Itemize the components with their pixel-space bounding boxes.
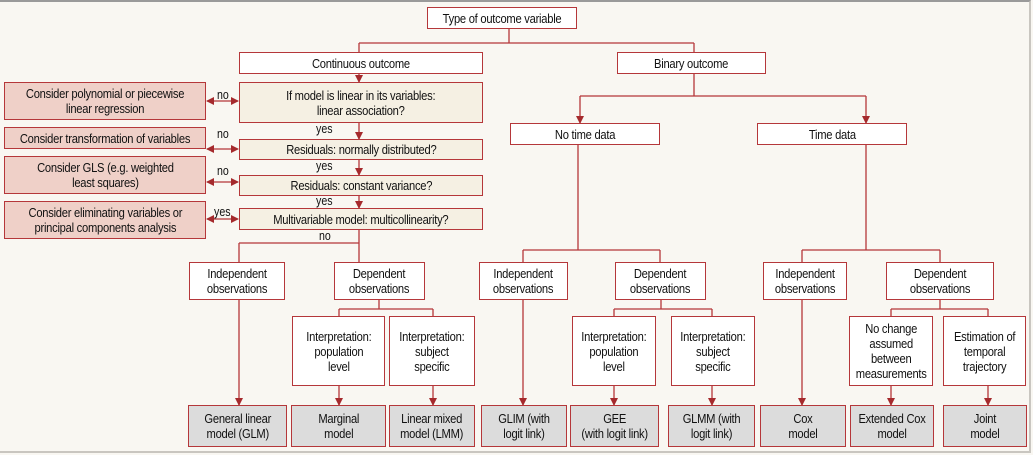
node-label: Interpretation: subject specific bbox=[399, 328, 465, 374]
node-label: No change assumed between measurements bbox=[855, 321, 927, 381]
no-time-data-node: No time data bbox=[510, 123, 660, 145]
node-label: Independent observations bbox=[774, 266, 836, 296]
node-label: Dependent observations bbox=[349, 266, 410, 296]
no-time-dependent-obs: Dependent observations bbox=[615, 262, 706, 300]
continuous-outcome-label: Continuous outcome bbox=[312, 55, 410, 71]
node-label: Dependent observations bbox=[630, 266, 691, 296]
flow-label-4: no bbox=[319, 229, 331, 243]
model-gee: GEE (with logit link) bbox=[570, 405, 659, 447]
check-constant-variance: Residuals: constant variance? bbox=[239, 175, 483, 196]
model-extended-cox: Extended Cox model bbox=[850, 405, 934, 447]
no-time-interp-subject: Interpretation: subject specific bbox=[671, 316, 755, 386]
binary-outcome-node: Binary outcome bbox=[617, 52, 766, 74]
remedy-label: Consider GLS (e.g. weighted least square… bbox=[36, 160, 174, 190]
node-label: Time data bbox=[808, 126, 856, 142]
model-label: Linear mixed model (LMM) bbox=[400, 411, 464, 441]
node-label: Interpretation: population level bbox=[305, 328, 372, 374]
remedy-polynomial: Consider polynomial or piecewise linear … bbox=[4, 82, 206, 120]
node-label: No time data bbox=[554, 126, 616, 142]
continuous-interp-population: Interpretation: population level bbox=[292, 316, 385, 386]
check-label: Residuals: normally distributed? bbox=[285, 142, 437, 157]
remedy-label-2: no bbox=[217, 127, 229, 141]
model-label: Marginal model bbox=[318, 411, 359, 441]
node-label: Interpretation: subject specific bbox=[680, 328, 746, 374]
root-node: Type of outcome variable bbox=[427, 7, 577, 29]
remedy-label: Consider transformation of variables bbox=[19, 130, 191, 146]
model-glim: GLIM (with logit link) bbox=[481, 405, 567, 447]
continuous-independent-obs: Independent observations bbox=[189, 262, 285, 300]
no-time-interp-population: Interpretation: population level bbox=[572, 316, 656, 386]
node-label: Estimation of temporal trajectory bbox=[953, 328, 1016, 374]
continuous-dependent-obs: Dependent observations bbox=[334, 262, 425, 300]
check-normal-residuals: Residuals: normally distributed? bbox=[239, 139, 483, 160]
model-label: General linear model (GLM) bbox=[204, 411, 271, 441]
flow-label-1: yes bbox=[316, 122, 333, 136]
check-linear-association: If model is linear in its variables: lin… bbox=[239, 82, 483, 123]
remedy-label-1: no bbox=[217, 88, 229, 102]
continuous-interp-subject: Interpretation: subject specific bbox=[389, 316, 475, 386]
remedy-label: Consider polynomial or piecewise linear … bbox=[25, 86, 185, 116]
model-lmm: Linear mixed model (LMM) bbox=[389, 405, 475, 447]
root-label: Type of outcome variable bbox=[442, 10, 562, 26]
node-label: Dependent observations bbox=[909, 266, 971, 296]
model-label: GLIM (with logit link) bbox=[498, 411, 550, 441]
flow-label-2: yes bbox=[316, 159, 333, 173]
time-independent-obs: Independent observations bbox=[763, 262, 847, 300]
continuous-outcome-node: Continuous outcome bbox=[239, 52, 483, 74]
time-data-node: Time data bbox=[757, 123, 907, 145]
model-label: Joint model bbox=[970, 411, 1000, 441]
model-label: Cox model bbox=[788, 411, 818, 441]
time-dependent-obs: Dependent observations bbox=[886, 262, 994, 300]
remedy-label-3: no bbox=[217, 164, 229, 178]
remedy-gls: Consider GLS (e.g. weighted least square… bbox=[4, 156, 206, 194]
model-marginal: Marginal model bbox=[291, 405, 386, 447]
node-label: Interpretation: population level bbox=[581, 328, 647, 374]
check-label: If model is linear in its variables: lin… bbox=[286, 87, 436, 118]
no-time-independent-obs: Independent observations bbox=[479, 262, 568, 300]
model-label: GLMM (with logit link) bbox=[682, 411, 741, 441]
remedy-eliminate-variables: Consider eliminating variables or princi… bbox=[4, 201, 206, 239]
model-cox: Cox model bbox=[760, 405, 846, 447]
remedy-transformation: Consider transformation of variables bbox=[4, 127, 206, 149]
model-glm: General linear model (GLM) bbox=[188, 405, 287, 447]
model-glmm: GLMM (with logit link) bbox=[668, 405, 755, 447]
time-trajectory: Estimation of temporal trajectory bbox=[943, 316, 1026, 386]
model-joint: Joint model bbox=[943, 405, 1027, 447]
check-label: Residuals: constant variance? bbox=[290, 178, 432, 193]
check-multicollinearity: Multivariable model: multicollinearity? bbox=[239, 208, 483, 230]
time-no-change: No change assumed between measurements bbox=[849, 316, 933, 386]
flow-label-3: yes bbox=[316, 194, 333, 208]
remedy-label: Consider eliminating variables or princi… bbox=[28, 205, 182, 235]
model-label: GEE (with logit link) bbox=[581, 411, 648, 441]
check-label: Multivariable model: multicollinearity? bbox=[273, 211, 449, 227]
model-label: Extended Cox model bbox=[858, 411, 926, 441]
binary-outcome-label: Binary outcome bbox=[654, 55, 729, 71]
node-label: Independent observations bbox=[206, 266, 268, 296]
node-label: Independent observations bbox=[493, 266, 554, 296]
remedy-label-4: yes bbox=[214, 205, 231, 219]
